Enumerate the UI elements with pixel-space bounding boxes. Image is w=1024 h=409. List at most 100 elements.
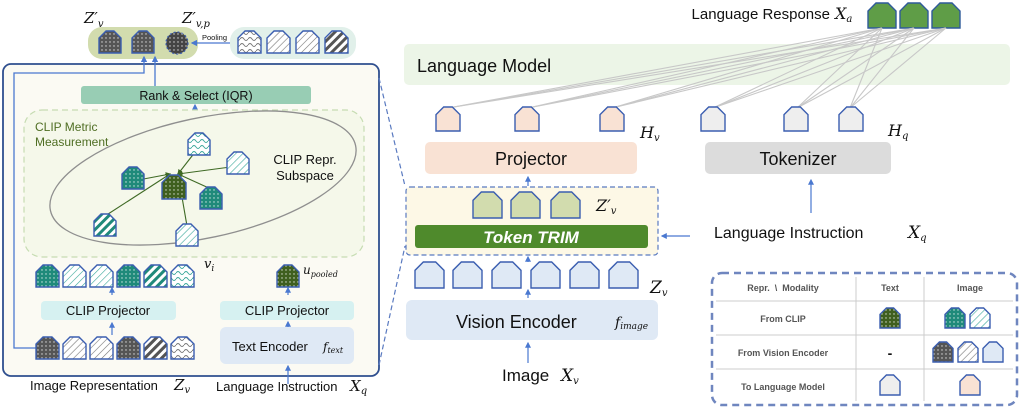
hv-token-icon — [599, 106, 625, 132]
clip-image-token-icon — [93, 213, 117, 237]
zv-token-icon — [569, 261, 600, 289]
pooling-source-token-icon — [266, 30, 291, 54]
language-instruction-left-caption: Language Instruction — [216, 379, 337, 394]
image-representation-token-icon — [35, 336, 60, 360]
clip-image-token-icon — [116, 264, 141, 288]
hq-label: Hq — [887, 121, 908, 142]
tokenizer-label: Tokenizer — [759, 149, 836, 169]
attention-line — [611, 27, 915, 109]
zoom-connector-bottom — [378, 245, 406, 366]
attention-line — [712, 27, 883, 109]
zv-token-icon — [491, 261, 522, 289]
image-label: Image — [502, 366, 549, 385]
clip-image-token-icon — [143, 264, 168, 288]
hq-token-icon — [838, 106, 864, 132]
zv-token-icon — [608, 261, 639, 289]
text-encoder-label: Text Encoder — [232, 339, 309, 354]
zv-prime-token-icon — [472, 191, 503, 219]
language-instruction-label: Language Instruction — [714, 225, 863, 242]
clip-image-token-icon — [62, 264, 87, 288]
vision-encoder-box — [406, 300, 658, 340]
projector-label: Projector — [495, 149, 567, 169]
token-trim-button[interactable] — [415, 225, 648, 248]
zv-token-icon — [530, 261, 561, 289]
clip-subspace-ellipse — [49, 110, 357, 246]
hq-token-icon — [783, 106, 809, 132]
response-token-icon — [899, 2, 929, 29]
clip-image-token-icon — [175, 223, 199, 247]
hv-token-icon — [514, 106, 540, 132]
legend-clip-text-token-icon — [879, 307, 901, 329]
language-response-var: Xa — [833, 4, 852, 25]
text-encoder-box — [220, 327, 354, 364]
legend-header-text: Text — [881, 283, 899, 293]
attention-line — [712, 27, 915, 109]
zoom-connector-top — [378, 77, 406, 187]
pooling-source-token-icon — [324, 30, 349, 54]
clip-image-token-icon — [121, 166, 145, 190]
legend-vision-token-icon — [957, 341, 979, 363]
clip-projector-left-box — [41, 301, 176, 320]
language-model-label: Language Model — [417, 56, 551, 76]
pooled-token-label: Z′v,p — [181, 9, 210, 30]
hv-token-icon — [435, 106, 461, 132]
clip-metric-label-1: CLIP Metric — [35, 120, 97, 134]
legend-vision-token-icon — [982, 341, 1004, 363]
clip-projector-right-label: CLIP Projector — [245, 303, 330, 318]
pooled-token-icon — [165, 31, 189, 55]
vision-encoder-label: Vision Encoder — [456, 312, 577, 332]
legend-header-image: Image — [957, 283, 983, 293]
clip-image-token-icon — [187, 132, 211, 156]
legend-row-from-vision-encoder: From Vision Encoder — [738, 348, 829, 358]
zv-prime-token-icon — [510, 191, 541, 219]
clip-subspace-label-2: Subspace — [276, 168, 334, 183]
clip-subspace-label-1: CLIP Repr. — [273, 152, 336, 167]
clip-projector-right-box — [220, 301, 354, 320]
legend-header-repr: Repr. \ Modality — [747, 283, 819, 293]
image-representation-token-icon — [170, 336, 195, 360]
clip-image-token-icon — [35, 264, 60, 288]
clip-image-token-icon — [170, 264, 195, 288]
selected-token-icon — [98, 30, 122, 54]
language-instruction-var: Xq — [906, 223, 927, 244]
hv-label: Hv — [639, 123, 660, 144]
attention-line — [796, 27, 883, 109]
clip-text-token-icon — [276, 264, 300, 288]
pooling-source-token-icon — [295, 30, 320, 54]
pooling-label: Pooling — [202, 33, 227, 42]
similarity-arrow — [176, 173, 212, 190]
attention-line — [796, 27, 915, 109]
legend-text-none: - — [888, 345, 893, 361]
clip-text-token-icon — [161, 174, 187, 200]
image-var: Xv — [559, 366, 579, 387]
image-representation-token-icon — [89, 336, 114, 360]
attention-line — [527, 27, 915, 109]
image-representation-token-icon — [62, 336, 87, 360]
language-response-label: Language Response — [692, 6, 830, 23]
rank-select-label: Rank & Select (IQR) — [139, 89, 252, 103]
pooling-source-token-icon — [237, 30, 262, 54]
image-representation-caption: Image Representation — [30, 378, 158, 393]
legend-table — [710, 271, 1019, 407]
attention-line — [849, 27, 947, 109]
hq-token-icon — [700, 106, 726, 132]
selected-token-label: Z′v — [83, 9, 104, 30]
vi-label: vi — [204, 257, 214, 274]
similarity-arrow — [104, 173, 171, 217]
selected-token-icon — [131, 30, 155, 54]
image-representation-var: Zv — [173, 376, 190, 396]
tokenizer-box — [705, 142, 891, 174]
attention-line — [611, 27, 947, 109]
attention-line — [527, 27, 883, 109]
clip-image-token-icon — [199, 186, 223, 210]
zv-token-icon — [452, 261, 483, 289]
attention-line — [611, 27, 883, 109]
legend-clip-image-token-icon — [944, 307, 966, 329]
rank-select-box — [81, 86, 311, 104]
projector-box — [425, 142, 637, 174]
legend-row-from-clip: From CLIP — [760, 314, 806, 324]
language-instruction-left-var: Xq — [349, 377, 367, 397]
attention-line — [849, 27, 883, 109]
attention-line — [849, 27, 915, 109]
